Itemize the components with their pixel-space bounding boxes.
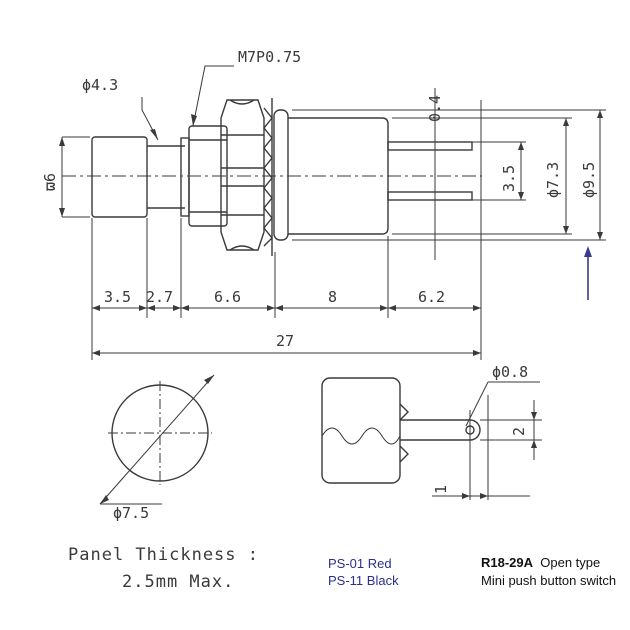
- variant-black: PS-11 Black: [328, 573, 399, 588]
- panel-thickness-line1: Panel Thickness :: [68, 545, 259, 565]
- model-code: R18-29A: [481, 555, 534, 570]
- seg-1-label: 3.5: [104, 288, 131, 306]
- housing-diameter-label: ϕ7.3: [544, 162, 562, 198]
- total-length-label: 27: [276, 332, 294, 350]
- plunger-shaft: [147, 137, 190, 217]
- variant-red: PS-01 Red: [328, 556, 392, 571]
- panel-thickness-note: Panel Thickness : 2.5mm Max.: [68, 542, 308, 596]
- terminals: [387, 141, 473, 201]
- arrowheads: [59, 110, 603, 504]
- terminal-detail: [321, 377, 542, 500]
- seg-2-label: 2.7: [146, 288, 173, 306]
- model-desc: Mini push button switch: [481, 573, 617, 588]
- model-type: Open type: [540, 555, 601, 570]
- dimension-labels: M7P0.75 ϕ4.3 ϖ6 3.5 2.7 6.6 8 6.2 27 0.4…: [41, 48, 598, 522]
- panel-thickness-line2: 2.5mm Max.: [122, 572, 235, 592]
- flange-diameter-label: ϕ9.5: [580, 162, 598, 198]
- terminal-offset-label: 1: [432, 485, 450, 494]
- cap-outline: [91, 136, 148, 218]
- pitch-label: 3.5: [500, 165, 518, 192]
- flange: [273, 109, 289, 241]
- extension-lines: [62, 100, 606, 360]
- terminal-hole-label: ϕ0.8: [492, 363, 528, 381]
- seg-5-label: 6.2: [418, 288, 445, 306]
- model-info: R18-29A Open type Mini push button switc…: [481, 554, 616, 590]
- cap-diameter-label: ϕ4.3: [82, 76, 118, 94]
- thread-label: M7P0.75: [238, 48, 301, 66]
- gap-label: 0.4: [426, 95, 444, 122]
- terminal-width-label: 2: [510, 427, 528, 436]
- dimension-lines: [61, 65, 601, 354]
- seg-4-label: 8: [328, 288, 337, 306]
- lock-washer: [263, 98, 273, 256]
- indicator-arrow: [584, 246, 592, 300]
- hex-nut: [220, 99, 265, 251]
- seg-3-label: 6.6: [214, 288, 241, 306]
- body-diameter-label: ϖ6: [41, 173, 59, 191]
- variant-list: PS-01 Red PS-11 Black: [328, 555, 399, 589]
- panel-hole-label: ϕ7.5: [113, 504, 149, 522]
- panel-hole-view: [99, 374, 215, 505]
